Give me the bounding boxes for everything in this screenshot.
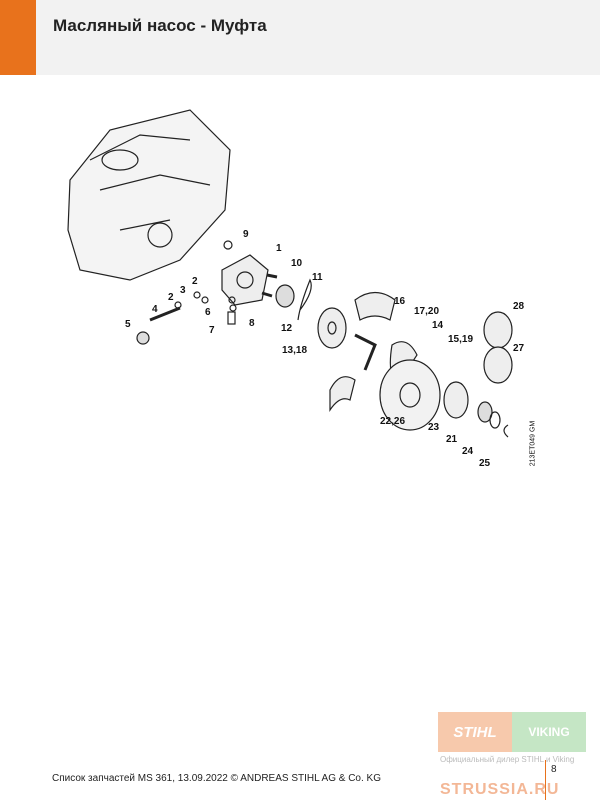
engine-housing [67, 109, 231, 281]
part-label: 21 [446, 434, 458, 445]
part-label: 12 [281, 323, 293, 334]
part-label: 2 [192, 276, 198, 287]
part-label: 9 [243, 229, 249, 240]
part-label: 6 [205, 307, 211, 318]
page-title: Масляный насос - Муфта [53, 16, 267, 35]
diagram-code: 213ET049 GM [529, 420, 537, 467]
part-label: 16 [394, 296, 406, 307]
site-watermark: STRUSSIA.RU [440, 781, 560, 798]
part-label: 1 [276, 243, 282, 254]
part-label: 15,19 [448, 334, 474, 345]
part-label: 5 [125, 319, 131, 330]
stihl-logo: STIHL [438, 712, 512, 752]
part-label: 23 [428, 422, 440, 433]
part-label: 22,26 [380, 416, 406, 427]
oil-pump [221, 254, 269, 306]
header [36, 0, 600, 75]
part-label: 13,18 [282, 345, 308, 356]
part-label: 2 [168, 292, 174, 303]
part-label: 10 [291, 258, 303, 269]
part-label: 4 [152, 304, 158, 315]
worm [275, 284, 295, 308]
part-label: 27 [513, 343, 525, 354]
page-number: 8 [551, 764, 557, 775]
part-label: 25 [479, 458, 491, 469]
part-label: 3 [180, 285, 186, 296]
part-label: 28 [513, 301, 525, 312]
part-label: 17,20 [414, 306, 440, 317]
dealer-logo: STIHL VIKING [438, 712, 586, 752]
part-label: 7 [209, 325, 215, 336]
part-label: 24 [462, 446, 474, 457]
accent-bar [0, 0, 36, 75]
dealer-text: Официальный дилер STIHL и Viking [440, 755, 575, 764]
part-label: 8 [249, 318, 255, 329]
viking-logo: VIKING [512, 712, 586, 752]
page-divider [545, 760, 546, 800]
footer-text: Список запчастей MS 361, 13.09.2022 © AN… [52, 773, 381, 784]
part-label: 11 [312, 272, 323, 283]
part-label: 14 [432, 320, 444, 331]
